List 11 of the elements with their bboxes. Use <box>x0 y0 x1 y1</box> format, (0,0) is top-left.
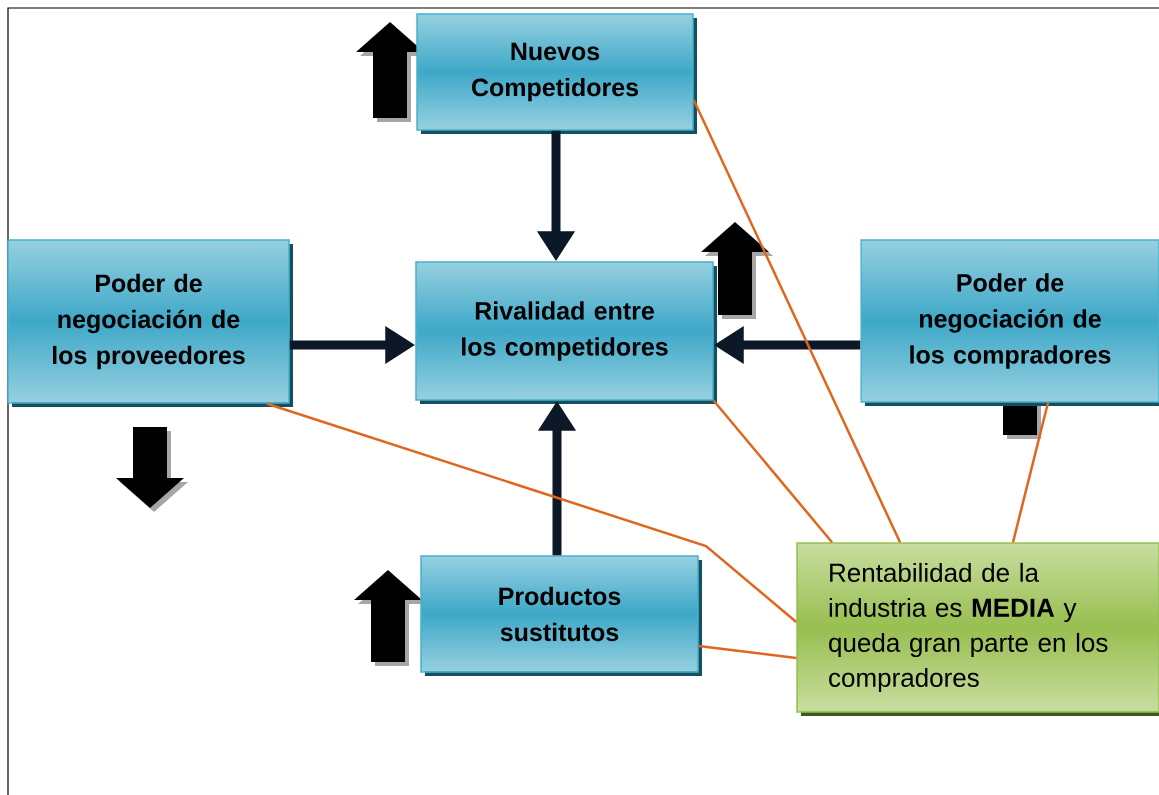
connector-line <box>712 399 833 544</box>
note-box: Rentabilidad de la industria es MEDIA y queda gran parte en los compradores <box>796 542 1159 716</box>
process-box: Nuevos Competidores <box>416 13 697 134</box>
process-box: Productos sustitutos <box>420 555 702 676</box>
connector-line <box>698 644 797 660</box>
process-box: Poder de negociación de los proveedores <box>7 239 293 407</box>
process-box: Rivalidad entre los competidores <box>415 261 717 404</box>
connector-line <box>1011 402 1050 543</box>
process-box: Poder de negociación de los compradores <box>860 239 1159 406</box>
connector-line <box>266 402 798 623</box>
connector-line <box>692 99 902 543</box>
